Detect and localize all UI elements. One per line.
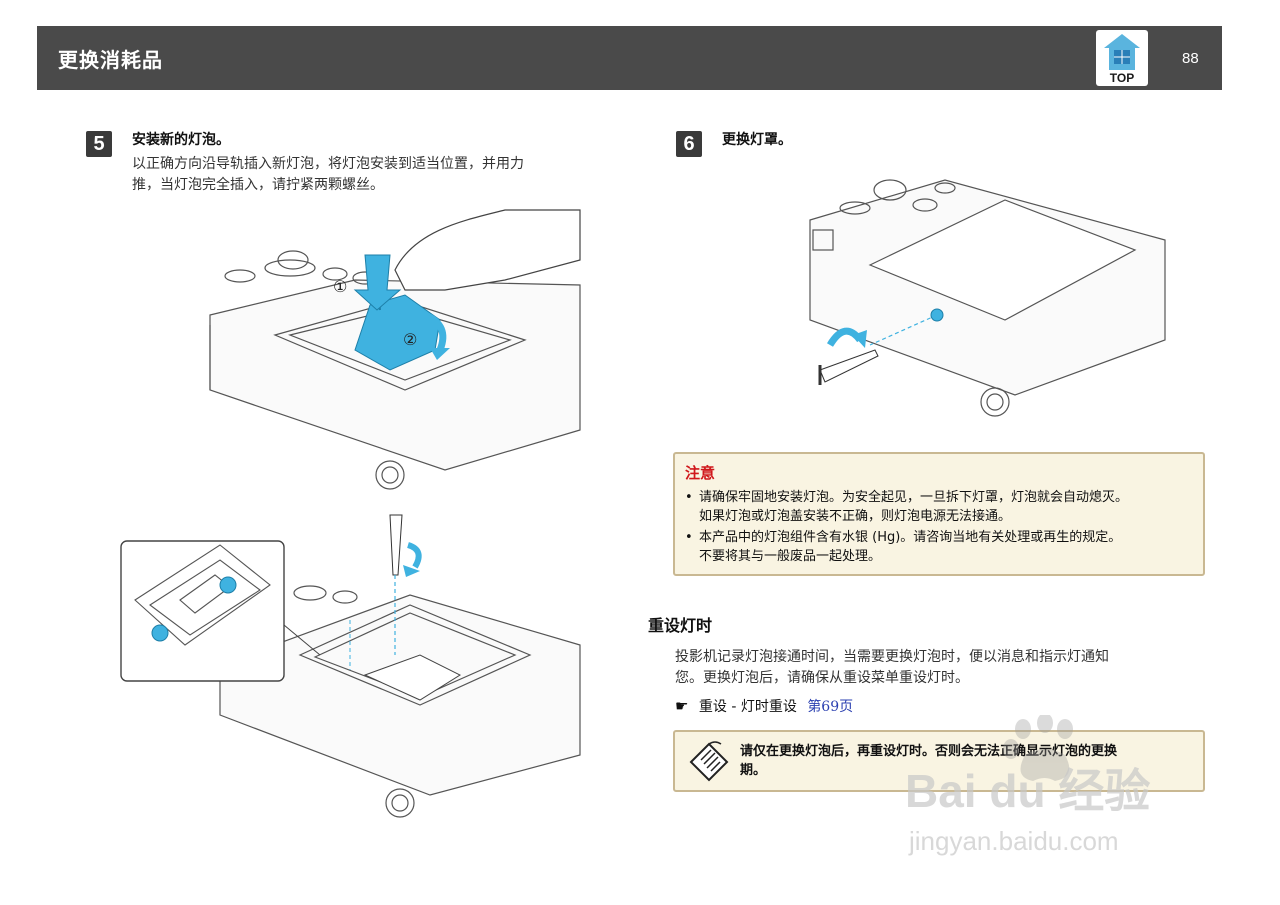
step-5-body: 以正确方向沿导轨插入新灯泡，将灯泡安装到适当位置，并用力 推，当灯泡完全插入，请… (132, 154, 524, 196)
watermark-brand: Bai du 经验 (905, 765, 1150, 817)
note-box: 请仅在更换灯泡后，再重设灯时。否则会无法正确显示灯泡的更换 期。 (673, 730, 1205, 792)
memo-icon (689, 741, 729, 782)
pointing-hand-icon: ☛ (675, 697, 689, 715)
step-6-title: 更换灯罩。 (722, 132, 792, 148)
caution-list: 请确保牢固地安装灯泡。为安全起见，一旦拆下灯罩，灯泡就会自动熄灭。 如果灯泡或灯… (685, 488, 1195, 568)
top-label: TOP (1109, 71, 1135, 85)
step-5-title: 安装新的灯泡。 (132, 132, 230, 148)
caution-item-line: 不要将其与一般废品一起处理。 (699, 549, 882, 564)
reference-line: ☛ 重设 - 灯时重设 第69页 (675, 696, 853, 716)
caution-title: 注意 (685, 464, 716, 482)
caution-box: 注意 请确保牢固地安装灯泡。为安全起见，一旦拆下灯罩，灯泡就会自动熄灭。 如果灯… (673, 452, 1205, 576)
baidu-watermark: Bai du 经验 jingyan.baidu.com (905, 715, 1150, 856)
reset-body-line2: 您。更换灯泡后，请确保从重设菜单重设灯时。 (675, 670, 969, 686)
callout-2: ② (403, 330, 417, 349)
note-text-line2: 期。 (740, 763, 767, 778)
screw-tighten-illustration (120, 514, 581, 818)
callout-1: ① (333, 277, 347, 296)
caution-item-line: 如果灯泡或灯泡盖安装不正确，则灯泡电源无法接通。 (699, 509, 1012, 524)
watermark-url: jingyan.baidu.com (908, 826, 1119, 856)
step-5-badge: 5 (86, 131, 112, 157)
step-5-body-line1: 以正确方向沿导轨插入新灯泡，将灯泡安装到适当位置，并用力 (132, 156, 524, 172)
page-link[interactable]: 第69页 (807, 699, 854, 715)
caution-item-line: 请确保牢固地安装灯泡。为安全起见，一旦拆下灯罩，灯泡就会自动熄灭。 (699, 490, 1129, 505)
page-title: 更换消耗品 (58, 48, 163, 72)
note-text-line1: 请仅在更换灯泡后，再重设灯时。否则会无法正确显示灯泡的更换 (740, 744, 1118, 759)
home-icon (1104, 34, 1140, 70)
page-number: 88 (1182, 50, 1199, 67)
section-heading: 重设灯时 (648, 616, 713, 635)
top-button[interactable]: TOP (1096, 30, 1148, 86)
reset-body: 投影机记录灯泡接通时间，当需要更换灯泡时，便以消息和指示灯通知 您。更换灯泡后，… (675, 647, 1109, 689)
caution-item: 本产品中的灯泡组件含有水银 (Hg)。请咨询当地有关处理或再生的规定。 不要将其… (685, 528, 1195, 566)
lamp-cover-illustration (809, 179, 1166, 417)
lamp-insert-illustration: ① ② (209, 209, 581, 490)
caution-item: 请确保牢固地安装灯泡。为安全起见，一旦拆下灯罩，灯泡就会自动熄灭。 如果灯泡或灯… (685, 488, 1195, 526)
step-5-body-line2: 推，当灯泡完全插入，请拧紧两颗螺丝。 (132, 177, 384, 193)
reset-body-line1: 投影机记录灯泡接通时间，当需要更换灯泡时，便以消息和指示灯通知 (675, 649, 1109, 665)
step-6-badge: 6 (676, 131, 702, 157)
caution-item-line: 本产品中的灯泡组件含有水银 (Hg)。请咨询当地有关处理或再生的规定。 (699, 530, 1122, 545)
note-text: 请仅在更换灯泡后，再重设灯时。否则会无法正确显示灯泡的更换 期。 (740, 742, 1195, 780)
reference-text: 重设 - 灯时重设 (698, 699, 797, 715)
page-header: 更换消耗品 (37, 26, 1222, 90)
